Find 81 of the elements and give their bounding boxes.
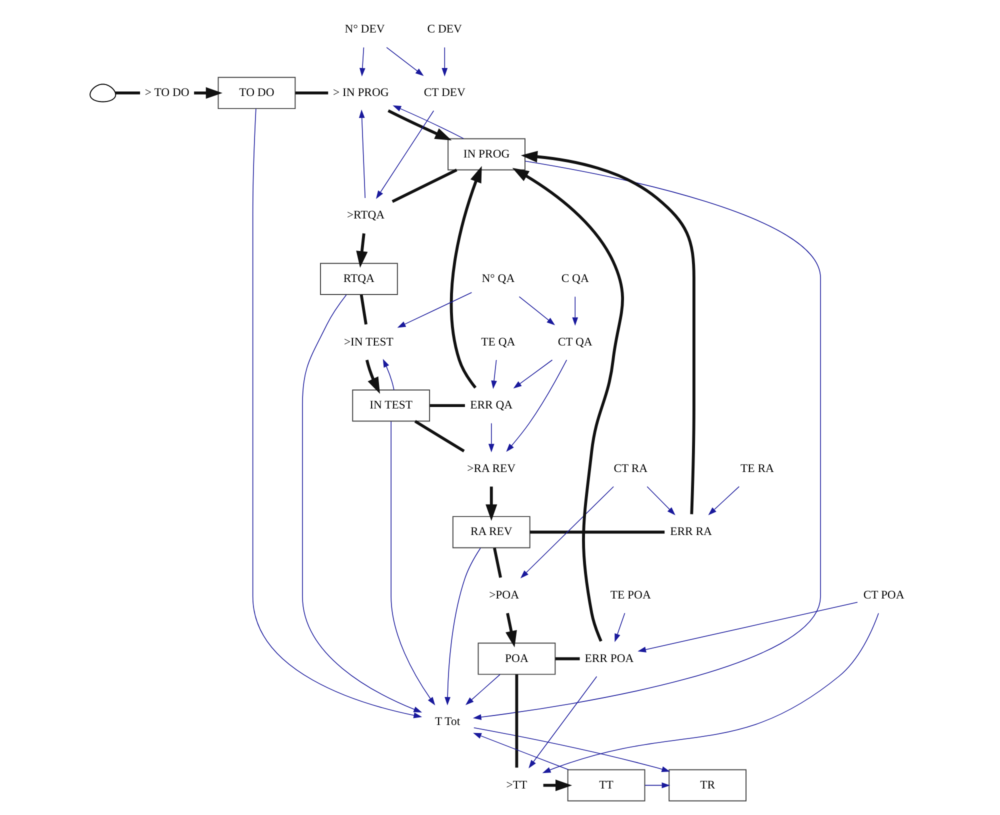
node-text: CT POA	[863, 588, 904, 602]
arrow	[302, 294, 422, 712]
arrow	[358, 110, 366, 198]
connector	[295, 92, 328, 94]
node-text: >RTQA	[346, 208, 385, 222]
connector	[515, 674, 518, 768]
arrow	[708, 486, 740, 516]
arrow	[390, 421, 436, 706]
node-text: C DEV	[427, 22, 462, 36]
arrow	[388, 109, 452, 140]
arrow	[392, 105, 464, 139]
node-text: > TO DO	[144, 86, 190, 99]
node-text: CT QA	[558, 335, 592, 348]
connector	[530, 530, 665, 534]
node-text: TE POA	[610, 588, 651, 602]
arrow	[506, 360, 568, 452]
node-text: T Tot	[435, 715, 460, 728]
arrow	[386, 47, 424, 76]
arrow	[397, 292, 472, 328]
connector	[360, 294, 368, 325]
arrow	[444, 548, 481, 706]
arrow	[543, 780, 572, 792]
node-text: >POA	[489, 588, 520, 602]
arrow	[382, 358, 394, 390]
arrow	[473, 732, 569, 770]
node-text: CT DEV	[424, 86, 466, 99]
node-box: IN TEST	[352, 389, 430, 422]
node-cloud	[90, 84, 116, 102]
node-text: TE QA	[481, 335, 516, 348]
node-box: TR	[668, 769, 747, 802]
connector	[115, 92, 140, 94]
arrow	[194, 87, 222, 99]
connector	[430, 404, 465, 407]
connector	[392, 168, 458, 203]
arrow	[513, 360, 553, 389]
arrow	[488, 422, 494, 452]
arrow	[442, 47, 448, 76]
arrow	[614, 612, 626, 642]
arrow	[520, 150, 696, 514]
arrow	[474, 727, 670, 772]
node-text: ERR QA	[470, 398, 513, 412]
arrow	[472, 160, 821, 720]
arrow	[506, 612, 517, 648]
node-text: >RA REV	[467, 462, 516, 475]
node-text: N° DEV	[344, 22, 385, 36]
arrow	[646, 486, 676, 516]
arrow	[638, 602, 858, 652]
arrow	[491, 360, 497, 390]
node-box: IN PROG	[448, 138, 526, 170]
arrow	[542, 612, 879, 774]
arrow	[356, 233, 368, 268]
arrow	[465, 674, 500, 706]
arrow	[520, 486, 614, 578]
node-text: > IN PROG	[332, 86, 389, 99]
node-text: N° QA	[482, 272, 515, 285]
arrow	[360, 47, 366, 76]
node-text: C QA	[561, 272, 589, 285]
node-text: CT RA	[614, 462, 648, 475]
node-text: >TT	[506, 778, 528, 792]
arrow	[365, 360, 380, 394]
node-box: TT	[567, 769, 646, 802]
connector	[555, 657, 580, 660]
node-text: >IN TEST	[344, 335, 394, 348]
arrow	[572, 296, 578, 326]
node-box: POA	[478, 642, 556, 675]
node-text: ERR RA	[670, 525, 712, 538]
arrow	[376, 110, 434, 200]
arrow	[518, 296, 556, 326]
connector	[414, 420, 465, 452]
arrow	[252, 108, 422, 718]
arrow	[486, 486, 498, 521]
arrow	[528, 676, 598, 768]
node-text: ERR POA	[584, 652, 634, 665]
arrow	[512, 168, 624, 642]
node-text: TE RA	[740, 462, 774, 475]
node-box: RTQA	[320, 262, 398, 296]
node-box: TO DO	[218, 76, 296, 110]
node-box: RA REV	[452, 516, 530, 548]
arrow	[450, 166, 482, 389]
connector	[493, 548, 502, 578]
arrow	[644, 782, 670, 788]
